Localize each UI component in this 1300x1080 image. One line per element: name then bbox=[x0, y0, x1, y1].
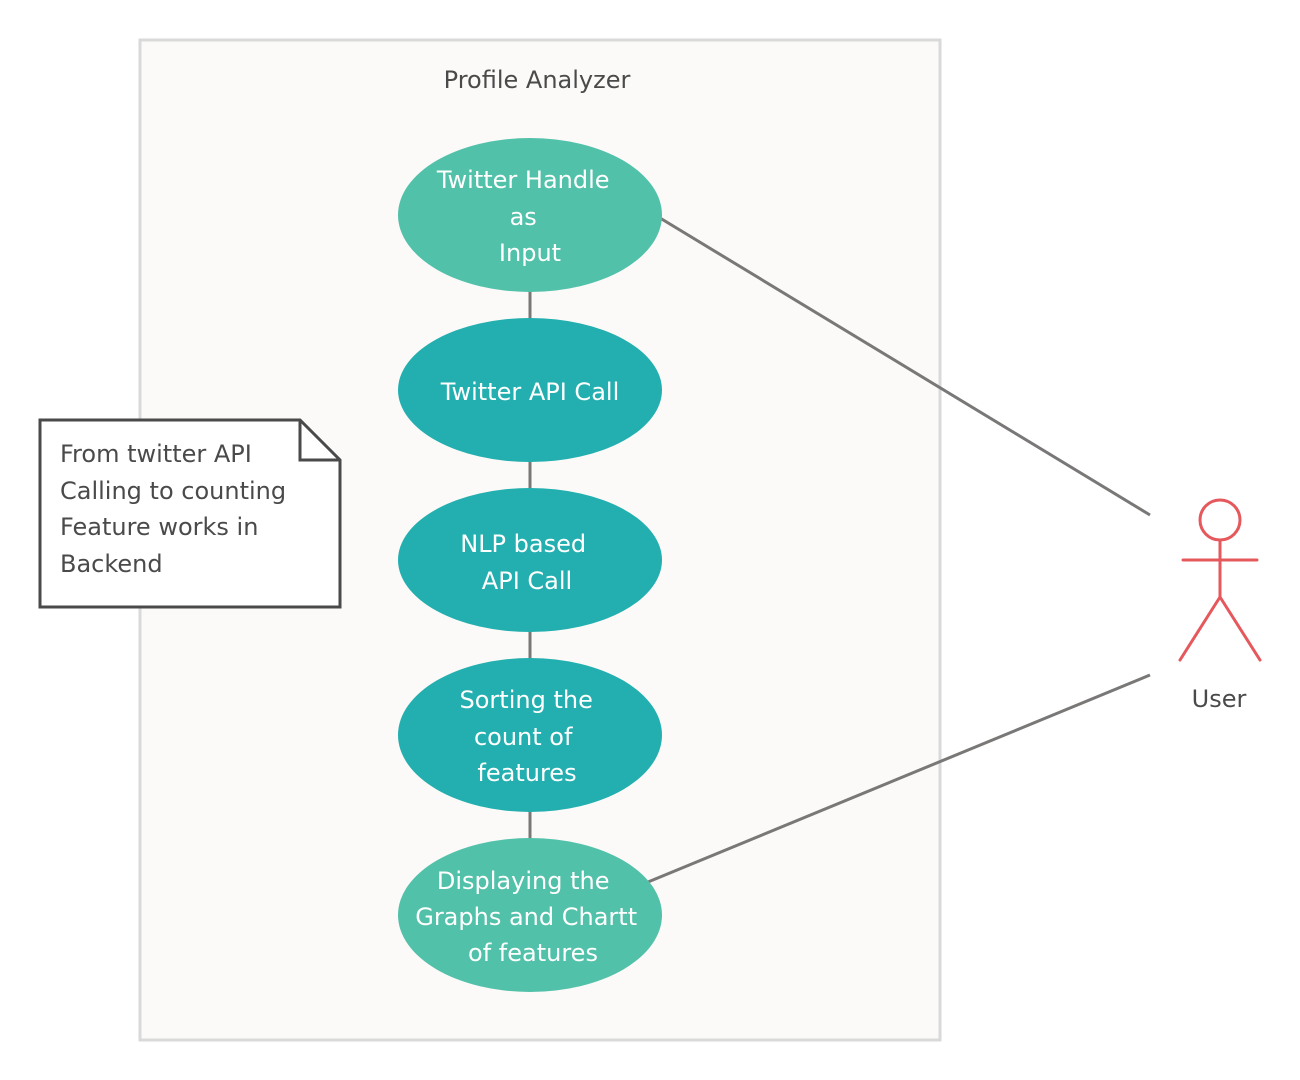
note-shape bbox=[38, 418, 342, 609]
use-case-label: features bbox=[477, 759, 576, 787]
note-line: From twitter API bbox=[60, 440, 252, 468]
use-case-shape bbox=[398, 488, 662, 632]
note[interactable]: From twitter API Calling to counting Fea… bbox=[38, 418, 342, 609]
use-case-shape bbox=[398, 318, 662, 462]
use-case-label: of features bbox=[468, 939, 598, 967]
use-case-label: NLP based bbox=[460, 530, 586, 558]
use-case-label: Displaying the bbox=[437, 867, 610, 895]
note-line: Backend bbox=[60, 550, 163, 578]
svg-text:Sorting the count of: Sorting the count of features bbox=[460, 686, 601, 787]
association-input-user bbox=[659, 216, 1151, 517]
use-case-shape bbox=[398, 658, 662, 812]
svg-text:Displaying the Graphs an: Displaying the Graphs and Chartt of feat… bbox=[415, 867, 645, 967]
use-case-twitter-api-call[interactable]: Twitter API Call bbox=[398, 318, 662, 462]
use-case-label: as bbox=[510, 203, 537, 231]
use-case-sorting-count[interactable]: Sorting the count of features bbox=[398, 658, 662, 812]
use-case-nlp-api-call[interactable]: NLP based API Call bbox=[398, 488, 662, 632]
note-line: Feature works in bbox=[60, 513, 258, 541]
svg-text:From twitter API Calling: From twitter API Calling to counting Fea… bbox=[60, 440, 294, 578]
svg-text:Twitter API Call: Twitter API Call bbox=[440, 378, 619, 406]
svg-text:NLP based API Call: NLP based API Call bbox=[460, 530, 594, 595]
use-case-twitter-handle-input[interactable]: Twitter Handle as Input bbox=[398, 138, 662, 292]
use-case-label: Graphs and Chartt bbox=[415, 903, 637, 931]
svg-text:Twitter Handle as: Twitter Handle as Input bbox=[436, 166, 617, 267]
use-case-displaying-graphs[interactable]: Displaying the Graphs and Chartt of feat… bbox=[398, 838, 662, 992]
use-case-label: API Call bbox=[482, 567, 572, 595]
use-case-label: Twitter Handle bbox=[436, 166, 610, 194]
use-case-label: Input bbox=[499, 239, 561, 267]
actor-stick-figure-icon bbox=[1178, 498, 1262, 662]
note-line: Calling to counting bbox=[60, 477, 286, 505]
use-case-label: count of bbox=[474, 723, 573, 751]
actor-user[interactable]: User bbox=[1178, 498, 1262, 713]
actor-label: User bbox=[1192, 685, 1247, 713]
use-case-shape bbox=[398, 138, 662, 292]
system-title: Profile Analyzer bbox=[444, 66, 631, 94]
note-fold bbox=[298, 420, 340, 462]
association-display-user bbox=[647, 673, 1151, 884]
use-case-label: Sorting the bbox=[460, 686, 593, 714]
use-case-shape bbox=[398, 838, 662, 992]
use-case-label: Twitter API Call bbox=[440, 378, 619, 406]
